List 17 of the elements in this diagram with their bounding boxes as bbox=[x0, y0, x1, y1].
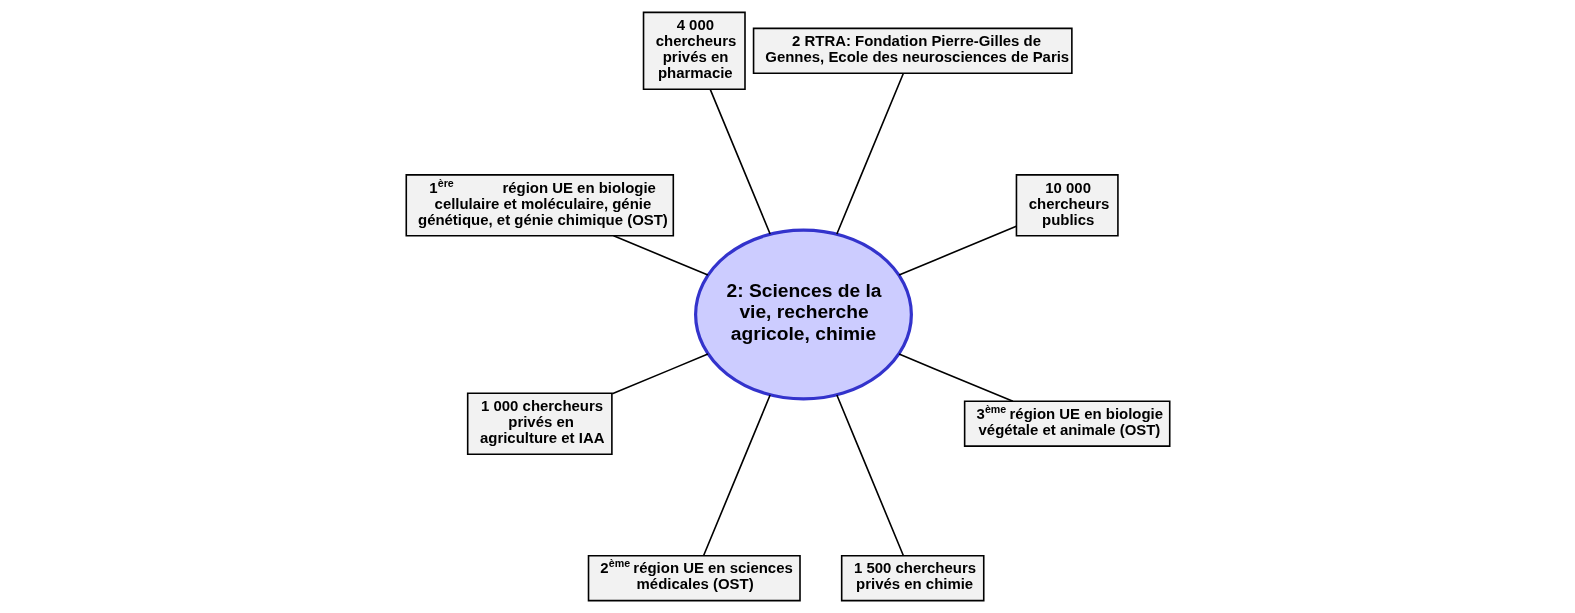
node-box: 4 000 chercheurs privés en pharmacie bbox=[642, 11, 746, 91]
node-ellipse: 2: Sciences de la vie, recherche agricole, chimie bbox=[693, 228, 913, 401]
connector bbox=[835, 72, 904, 235]
connector bbox=[897, 225, 1017, 276]
connector bbox=[835, 394, 904, 557]
node-box: 2 RTRA: Fondation Pierre-Gilles de Gennes, Ecole des neurosciences de Paris bbox=[752, 27, 1073, 75]
node-box: 1 000 chercheurs privés en agriculture et IAA bbox=[466, 392, 613, 455]
node-box: 1 500 chercheurs privés en chimie bbox=[840, 555, 985, 602]
connector bbox=[897, 353, 1014, 403]
node-box: 3$^{ème}$ région UE en biologie végétale et animale (OST) bbox=[963, 400, 1171, 447]
connector bbox=[611, 353, 709, 395]
connector bbox=[708, 88, 771, 235]
connector bbox=[612, 235, 709, 276]
node-box: 1$^{ère}$ région UE en biologie cellulaire et moléculaire, génie génétique, et génie chimique (OST) bbox=[404, 174, 674, 237]
connector bbox=[702, 394, 771, 557]
node-box: 2$^{ème}$ région UE en sciences médicales (OST) bbox=[587, 555, 801, 602]
node-box: 10 000 chercheurs publics bbox=[1015, 174, 1119, 237]
